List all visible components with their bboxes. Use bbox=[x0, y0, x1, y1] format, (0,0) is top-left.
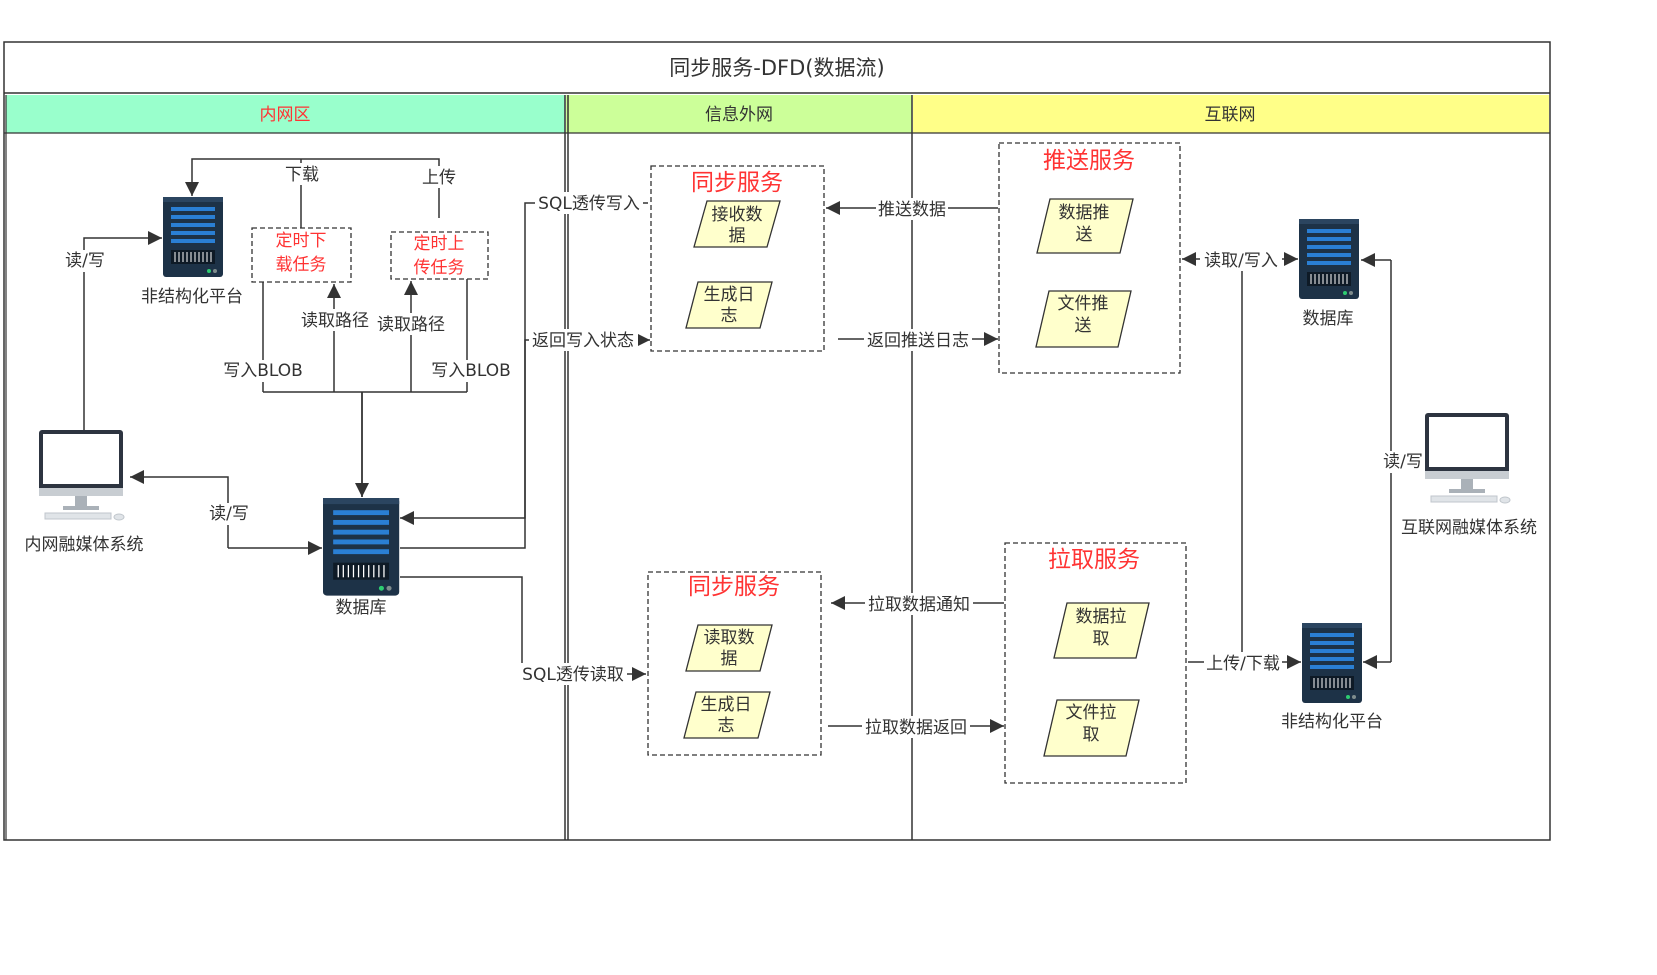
intra-db-label: 数据库 bbox=[336, 598, 387, 618]
sync1-recv-data-node bbox=[693, 200, 781, 248]
lane-extranet-label: 信息外网 bbox=[705, 105, 773, 125]
intra-media-label: 内网融媒体系统 bbox=[25, 535, 144, 555]
task-upload-line2: 传任务 bbox=[414, 258, 465, 278]
lane-intranet-label: 内网区 bbox=[260, 105, 311, 125]
inet-db-server-icon bbox=[1298, 218, 1360, 300]
push-service-title: 推送服务 bbox=[1043, 148, 1135, 174]
sync2-log-line1: 生成日 bbox=[701, 695, 752, 715]
diagram-title: 同步服务-DFD(数据流) bbox=[669, 56, 884, 80]
pull-file-line1: 文件拉 bbox=[1066, 703, 1117, 723]
sync-service-2-title: 同步服务 bbox=[688, 574, 780, 600]
edge-pull-notice-label: 拉取数据通知 bbox=[868, 595, 970, 615]
edge-inet-updown-label: 上传/下载 bbox=[1206, 654, 1280, 674]
pull-file-line2: 取 bbox=[1083, 725, 1100, 745]
sync2-log-node bbox=[683, 691, 771, 739]
edge-sql-write-label: SQL透传写入 bbox=[538, 194, 640, 214]
edge-rw-db-label: 读/写 bbox=[209, 504, 249, 524]
edge-inet-rw-label: 读取/写入 bbox=[1204, 251, 1278, 271]
lane-header-intranet bbox=[6, 95, 565, 133]
edge-pull-return-label: 拉取数据返回 bbox=[865, 718, 967, 738]
task-download-line1: 定时下 bbox=[276, 231, 327, 251]
intra-db-server-icon bbox=[322, 497, 400, 597]
edge-sql-read-label: SQL透传读取 bbox=[522, 665, 624, 685]
task-download-box bbox=[251, 227, 352, 283]
pull-service-title: 拉取服务 bbox=[1048, 547, 1140, 573]
lane-internet-label: 互联网 bbox=[1205, 105, 1256, 125]
push-file-node bbox=[1035, 290, 1132, 348]
pull-data-node bbox=[1053, 602, 1150, 659]
sync2-log-line2: 志 bbox=[718, 716, 735, 736]
edge-inet-media-rw-label: 读/写 bbox=[1383, 452, 1423, 472]
task-upload-box bbox=[390, 231, 489, 280]
edge-push-data-label: 推送数据 bbox=[878, 200, 946, 220]
push-data-line2: 送 bbox=[1076, 225, 1093, 245]
intra-unstructured-server-icon bbox=[162, 196, 224, 278]
lane-header-extranet bbox=[566, 95, 912, 133]
lane-header-internet bbox=[913, 95, 1549, 133]
sync2-read-line1: 读取数 bbox=[704, 628, 755, 648]
edge-return-status-label: 返回写入状态 bbox=[532, 331, 634, 351]
task-download-line2: 载任务 bbox=[276, 255, 327, 275]
edge-download-label: 下载 bbox=[285, 165, 319, 185]
edge-upload-label: 上传 bbox=[422, 168, 456, 188]
push-file-line1: 文件推 bbox=[1058, 294, 1109, 314]
sync1-log-line2: 志 bbox=[721, 306, 738, 326]
edge-push-log-label: 返回推送日志 bbox=[867, 331, 969, 351]
sync1-recv-line2: 据 bbox=[729, 226, 746, 246]
inet-db-label: 数据库 bbox=[1303, 309, 1354, 329]
inet-media-label: 互联网融媒体系统 bbox=[1401, 518, 1537, 538]
push-data-node bbox=[1036, 198, 1134, 254]
edge-write-blob-2-label: 写入BLOB bbox=[431, 361, 511, 381]
pull-data-line2: 取 bbox=[1093, 629, 1110, 649]
task-upload-line1: 定时上 bbox=[414, 234, 465, 254]
intra-unstructured-label: 非结构化平台 bbox=[141, 287, 243, 307]
pull-file-node bbox=[1043, 699, 1140, 757]
sync2-read-data-node bbox=[685, 624, 773, 672]
sync1-log-line1: 生成日 bbox=[704, 285, 755, 305]
sync2-read-line2: 据 bbox=[721, 649, 738, 669]
inet-unstructured-label: 非结构化平台 bbox=[1281, 712, 1383, 732]
edge-rw-unstructured-label: 读/写 bbox=[65, 251, 105, 271]
push-file-line2: 送 bbox=[1075, 316, 1092, 336]
sync-service-1-title: 同步服务 bbox=[691, 170, 783, 196]
edge-write-blob-1-label: 写入BLOB bbox=[223, 361, 303, 381]
inet-unstructured-server-icon bbox=[1301, 622, 1363, 704]
edge-read-path-2-label: 读取路径 bbox=[377, 315, 445, 335]
pull-data-line1: 数据拉 bbox=[1076, 607, 1127, 627]
sync1-log-node bbox=[685, 281, 773, 329]
push-data-line1: 数据推 bbox=[1059, 203, 1110, 223]
sync1-recv-line1: 接收数 bbox=[712, 205, 763, 225]
edge-read-path-1-label: 读取路径 bbox=[301, 311, 369, 331]
